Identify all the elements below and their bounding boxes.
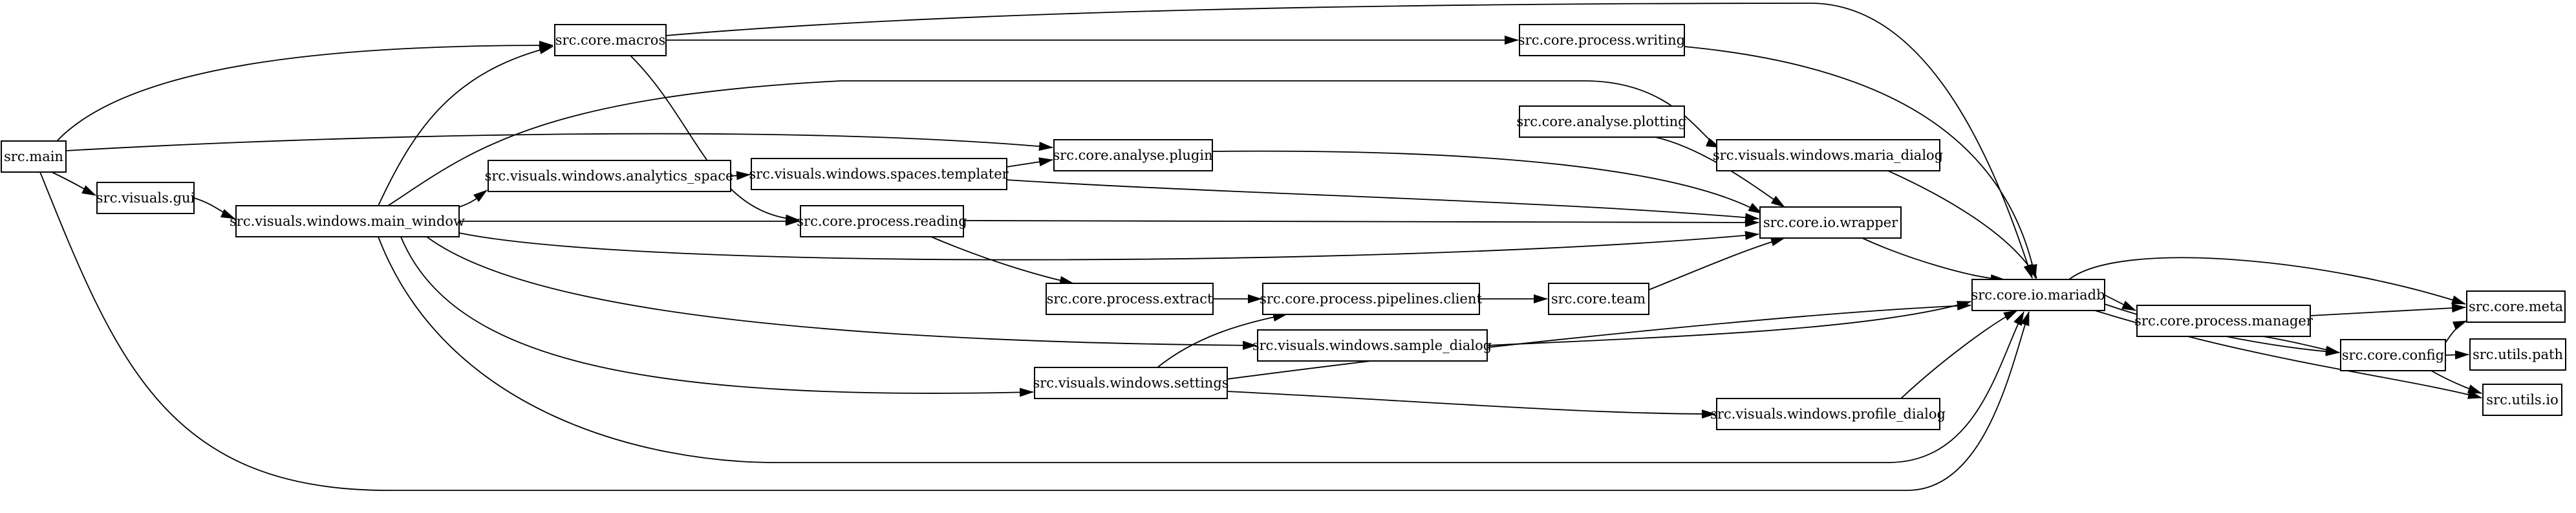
node-pipelines-client[interactable]: src.core.process.pipelines.client	[1260, 283, 1482, 315]
edge-main-to-analyse-plugin	[65, 133, 1053, 151]
node-process-writing[interactable]: src.core.process.writing	[1518, 24, 1685, 56]
edge-settings-to-profile-dialog	[1227, 391, 1716, 419]
edge-main-window-to-sample-dialog	[426, 236, 1257, 350]
edge-io-wrapper-to-io-mariadb	[1862, 237, 2005, 284]
node-analytics-space[interactable]: src.visuals.windows.analytics_space	[485, 160, 734, 192]
node-main-window[interactable]: src.visuals.windows.main_window	[230, 205, 465, 237]
node-analyse-plotting[interactable]: src.core.analyse.plotting	[1516, 105, 1687, 138]
node-utils-path[interactable]: src.utils.path	[2469, 338, 2566, 371]
edge-analyse-plugin-to-io-wrapper	[1212, 150, 1763, 214]
node-label: src.core.macros	[555, 32, 665, 48]
node-label: src.visuals.windows.profile_dialog	[1710, 406, 1946, 422]
edge-profile-dialog-to-io-mariadb	[1900, 310, 2018, 399]
node-label: src.core.config	[2342, 347, 2444, 363]
edge-macros-to-process-reading	[630, 55, 800, 224]
node-label: src.visuals.windows.maria_dialog	[1713, 147, 1943, 163]
node-label: src.core.process.writing	[1518, 32, 1685, 48]
edge-process-reading-to-io-wrapper	[963, 217, 1759, 227]
edge-main-to-macros	[56, 41, 553, 142]
node-analyse-plugin[interactable]: src.core.analyse.plugin	[1053, 139, 1213, 171]
node-maria-dialog[interactable]: src.visuals.windows.maria_dialog	[1713, 139, 1943, 171]
node-label: src.core.io.wrapper	[1763, 215, 1898, 230]
edge-main-to-gui	[51, 171, 96, 196]
edge-macros-to-io-mariadb	[665, 3, 2033, 279]
node-macros[interactable]: src.core.macros	[554, 24, 667, 56]
edge-main-window-to-settings	[400, 236, 1034, 397]
node-label: src.core.process.manager	[2134, 313, 2313, 329]
node-process-extract[interactable]: src.core.process.extract	[1046, 283, 1214, 315]
edge-gui-to-main-window	[193, 197, 235, 219]
edge-main-window-to-analytics-space	[458, 190, 488, 208]
edge-main-to-io-mariadb	[39, 171, 2030, 491]
node-label: src.utils.path	[2473, 347, 2563, 362]
node-label: src.core.process.extract	[1047, 291, 1213, 307]
node-utils-io[interactable]: src.utils.io	[2482, 384, 2562, 416]
node-io-mariadb[interactable]: src.core.io.mariadb	[1971, 279, 2105, 311]
edge-analyse-plotting-to-io-wrapper	[1655, 136, 1785, 208]
node-spaces-templater[interactable]: src.visuals.windows.spaces.templater	[749, 158, 1009, 190]
node-core-config[interactable]: src.core.config	[2340, 339, 2446, 371]
edge-main-window-to-macros	[378, 45, 553, 206]
node-label: src.core.analyse.plugin	[1053, 147, 1212, 163]
node-label: src.visuals.windows.spaces.templater	[749, 166, 1009, 182]
edge-main-window-to-io-wrapper	[458, 230, 1759, 261]
edge-sample-dialog-to-io-mariadb	[1487, 301, 1971, 346]
node-label: src.core.team	[1551, 291, 1646, 307]
node-process-reading[interactable]: src.core.process.reading	[797, 205, 967, 237]
node-label: src.visuals.windows.main_window	[230, 213, 465, 229]
edge-maria-dialog-to-io-mariadb	[1887, 170, 2037, 279]
node-label: src.visuals.windows.settings	[1033, 375, 1229, 391]
node-team[interactable]: src.core.team	[1548, 283, 1649, 315]
node-label: src.core.meta	[2469, 299, 2563, 314]
node-io-wrapper[interactable]: src.core.io.wrapper	[1759, 206, 1902, 239]
node-label: src.visuals.windows.analytics_space	[485, 168, 734, 184]
edge-process-manager-to-core-config	[2262, 336, 2340, 355]
edge-io-mariadb-to-core-meta	[2068, 257, 2466, 305]
edges-layer	[39, 3, 2482, 491]
edge-analytics-space-to-spaces-templater	[730, 171, 751, 180]
node-gui[interactable]: src.visuals.gui	[96, 182, 195, 214]
edge-process-reading-to-process-extract	[930, 236, 1074, 285]
edge-team-to-io-wrapper	[1648, 237, 1785, 290]
edge-spaces-templater-to-analyse-plugin	[1006, 157, 1053, 168]
node-label: src.visuals.gui	[96, 190, 195, 206]
edge-main-window-to-maria-dialog	[387, 80, 1721, 206]
node-label: src.main	[4, 149, 63, 164]
node-label: src.core.process.reading	[797, 213, 967, 229]
node-process-manager[interactable]: src.core.process.manager	[2134, 305, 2313, 337]
node-main[interactable]: src.main	[1, 140, 67, 173]
node-label: src.visuals.windows.sample_dialog	[1252, 338, 1492, 353]
node-profile-dialog[interactable]: src.visuals.windows.profile_dialog	[1710, 398, 1946, 430]
node-core-meta[interactable]: src.core.meta	[2466, 290, 2566, 323]
edge-process-writing-to-io-mariadb	[1684, 46, 2037, 279]
edge-process-manager-to-core-meta	[2310, 303, 2466, 316]
edge-main-window-to-io-mariadb	[378, 236, 2024, 463]
node-label: src.core.io.mariadb	[1971, 287, 2105, 303]
node-sample-dialog[interactable]: src.visuals.windows.sample_dialog	[1252, 329, 1492, 362]
node-label: src.core.analyse.plotting	[1516, 114, 1686, 129]
edge-settings-to-pipelines-client	[1157, 312, 1287, 368]
edge-core-config-to-utils-io	[2431, 370, 2482, 394]
edge-spaces-templater-to-io-wrapper	[1006, 179, 1759, 223]
node-label: src.core.process.pipelines.client	[1260, 291, 1482, 307]
node-settings[interactable]: src.visuals.windows.settings	[1033, 367, 1229, 399]
node-label: src.utils.io	[2486, 392, 2558, 408]
edge-io-mariadb-to-process-manager	[2104, 294, 2136, 311]
edge-core-config-to-core-meta	[2445, 320, 2467, 344]
